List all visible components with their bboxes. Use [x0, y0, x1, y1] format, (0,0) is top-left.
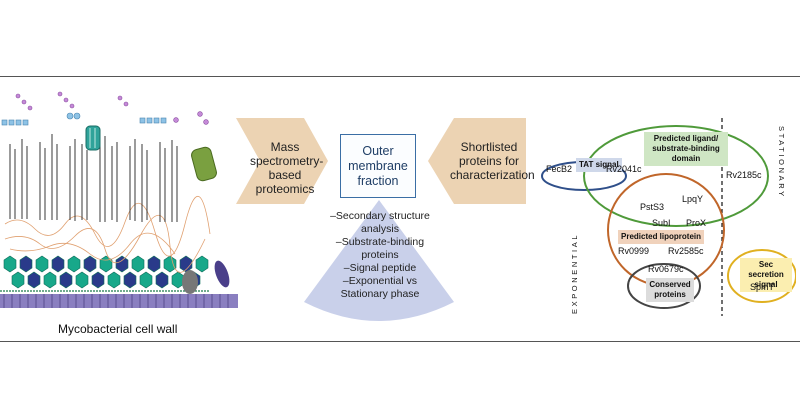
cell-wall-illustration	[0, 91, 238, 308]
protein-rv0679c: Rv0679c	[648, 264, 684, 274]
conserved-tag: Conserved proteins	[646, 278, 694, 302]
cell-wall-caption: Mycobacterial cell wall	[58, 322, 178, 336]
arrow-chevron-left	[428, 118, 526, 204]
protein-rv2185c: Rv2185c	[726, 170, 762, 180]
arrow-chevron-right	[236, 118, 328, 204]
sec-signal-tag: Sec secretion signal	[740, 258, 792, 292]
membrane-protein-purple	[214, 260, 230, 288]
stationary-axis-label: STATIONARY	[777, 126, 786, 199]
analysis-fan-shape	[304, 200, 454, 321]
protein-psts3: PstS3	[640, 202, 665, 212]
protein-subi: SubI	[652, 218, 671, 228]
hexagon-rows	[3, 255, 209, 289]
blue-sugar-chains	[1, 112, 167, 126]
step-shortlist-label: Shortlisted proteins for characterizatio…	[450, 140, 535, 182]
protein-rv2585c: Rv2585c	[668, 246, 704, 256]
protein-rv2041c: Rv2041c	[606, 164, 642, 174]
protein-rv0999: Rv0999	[618, 246, 650, 256]
protein-spmt: SpmT	[750, 282, 775, 292]
porin-teal	[85, 125, 101, 151]
analysis-item: –Substrate-binding proteins	[335, 236, 425, 261]
mycolic-acid-chains	[9, 134, 178, 222]
conserved-set-ellipse	[627, 263, 701, 309]
exponential-axis-label: EXPONENTIAL	[570, 232, 579, 314]
figure-frame	[0, 76, 800, 342]
surface-glycans	[15, 91, 209, 125]
sec-set-ellipse	[727, 249, 796, 303]
membrane-protein-grey	[182, 270, 198, 294]
ligand-domain-tag: Predicted ligand/ substrate-binding doma…	[644, 132, 728, 166]
ligand-set-ellipse	[583, 125, 769, 227]
venn-panel: TAT signal Predicted ligand/ substrate-b…	[536, 118, 796, 316]
analysis-item: –Secondary structure analysis	[330, 210, 430, 235]
outer-membrane-title: Outer membrane fraction	[348, 143, 408, 188]
protein-fecb2: FecB2	[546, 164, 573, 174]
analysis-list: –Secondary structure analysis –Substrate…	[322, 210, 438, 301]
porin-green	[191, 146, 217, 182]
outer-membrane-box: Outer membrane fraction	[340, 134, 416, 198]
protein-prox: ProX	[686, 218, 707, 228]
arabinan-network	[4, 196, 211, 273]
step-mass-spec-label: Mass spectrometry-based proteomics	[250, 140, 324, 196]
analysis-item: –Signal peptide	[343, 262, 417, 274]
tat-signal-tag: TAT signal	[576, 158, 622, 172]
protein-lpqy: LpqY	[682, 194, 704, 204]
lipoprotein-tag: Predicted lipoprotein	[618, 230, 705, 244]
analysis-item: –Exponential vs Stationary phase	[340, 275, 420, 300]
